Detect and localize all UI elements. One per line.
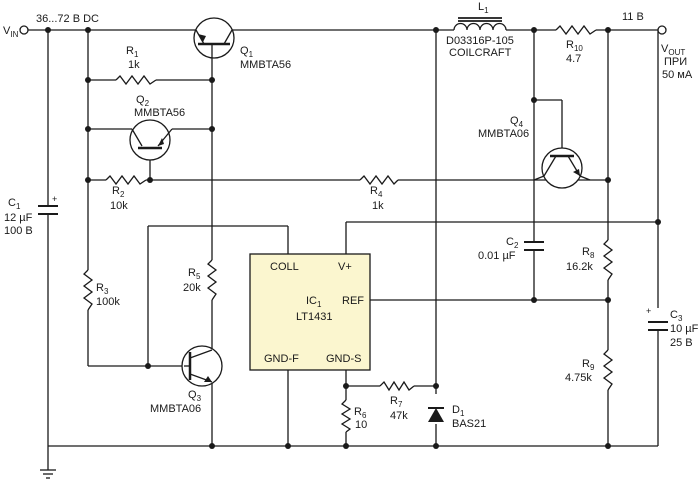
resistor-r8 <box>602 239 614 281</box>
r5-ref: R5 <box>188 267 201 281</box>
c3-value: 10 µF <box>670 323 699 335</box>
svg-text:+: + <box>52 194 57 204</box>
c1-ref: C1 <box>8 197 21 211</box>
ic1-ref: IC1 <box>306 295 322 309</box>
capacitor-c1: + <box>38 194 58 215</box>
q3-value: MMBTA06 <box>150 403 201 415</box>
ic-pin-gnds: GND-S <box>326 353 361 365</box>
vout-label: VOUT <box>661 43 685 57</box>
transistor-q1 <box>193 17 235 59</box>
inductor-l1 <box>453 17 507 31</box>
vin-range-label: 36...72 В DC <box>36 13 99 25</box>
q1-value: MMBTA56 <box>240 59 291 71</box>
l1-value: D03316P-105 <box>446 35 514 47</box>
vout-note-2: 50 мА <box>662 69 693 81</box>
ic1-body <box>249 253 371 371</box>
ic-pin-coll: COLL <box>270 261 299 273</box>
q2-ref: Q2 <box>136 94 150 108</box>
c1-value2: 100 В <box>4 225 33 237</box>
r3-value: 100k <box>96 296 120 308</box>
r5-value: 20k <box>183 282 201 294</box>
q4-value: MMBTA06 <box>478 128 529 140</box>
r1-value: 1k <box>128 59 140 71</box>
r8-ref: R8 <box>582 246 595 260</box>
q1-ref: Q1 <box>240 45 254 59</box>
c3-value2: 25 В <box>670 337 693 349</box>
resistor-r7 <box>379 380 415 392</box>
r9-ref: R9 <box>582 358 595 372</box>
r4-ref: R4 <box>370 185 383 199</box>
r2-value: 10k <box>110 200 128 212</box>
ic-pin-gndf: GND-F <box>264 353 299 365</box>
transistor-q3 <box>181 345 223 387</box>
r9-value: 4.75k <box>565 372 592 384</box>
wires <box>28 29 659 479</box>
r7-value: 47k <box>390 410 408 422</box>
out-voltage-label: 11 В <box>622 11 644 23</box>
vout-note-1: ПРИ <box>664 56 687 68</box>
r6-ref: R6 <box>354 406 367 420</box>
r10-value: 4.7 <box>566 53 581 65</box>
ic-pin-vplus: V+ <box>338 261 352 273</box>
r10-ref: R10 <box>566 39 583 53</box>
ic-pin-ref: REF <box>342 295 364 307</box>
r3-ref: R3 <box>96 282 109 296</box>
ic1-value: LT1431 <box>296 311 333 323</box>
c2-value: 0.01 µF <box>478 250 516 262</box>
r6-value: 10 <box>355 419 367 431</box>
r2-ref: R2 <box>112 185 125 199</box>
svg-text:+: + <box>646 306 651 316</box>
q4-ref: Q4 <box>510 115 524 129</box>
resistor-r2 <box>105 174 147 186</box>
resistor-r10 <box>555 24 597 36</box>
vin-terminal <box>19 25 29 35</box>
diode-d1 <box>428 407 444 422</box>
d1-value: BAS21 <box>452 418 486 430</box>
vin-label: VIN <box>3 25 19 39</box>
junction-dots <box>45 27 661 449</box>
d1-ref: D1 <box>452 404 465 418</box>
resistor-r6 <box>340 399 352 433</box>
capacitor-c2 <box>524 241 544 251</box>
r7-ref: R7 <box>390 395 403 409</box>
resistor-r3 <box>82 269 94 311</box>
r1-ref: R1 <box>126 45 139 59</box>
transistor-q2 <box>129 119 173 161</box>
resistor-r1 <box>115 74 157 86</box>
l1-value2: COILCRAFT <box>449 47 512 59</box>
l1-ref: L1 <box>478 1 489 15</box>
c2-ref: C2 <box>506 236 519 250</box>
q2-value: MMBTA56 <box>134 107 185 119</box>
r4-value: 1k <box>372 200 384 212</box>
r8-value: 16.2k <box>566 261 593 273</box>
c3-ref: C3 <box>670 309 683 323</box>
resistor-r9 <box>602 349 614 391</box>
c1-value: 12 µF <box>4 212 33 224</box>
q3-ref: Q3 <box>188 389 202 403</box>
resistor-r5 <box>206 259 218 301</box>
resistor-r4 <box>359 174 399 186</box>
capacitor-c3: + <box>646 306 668 331</box>
transistor-q4 <box>533 147 591 189</box>
vout-terminal <box>657 25 667 35</box>
